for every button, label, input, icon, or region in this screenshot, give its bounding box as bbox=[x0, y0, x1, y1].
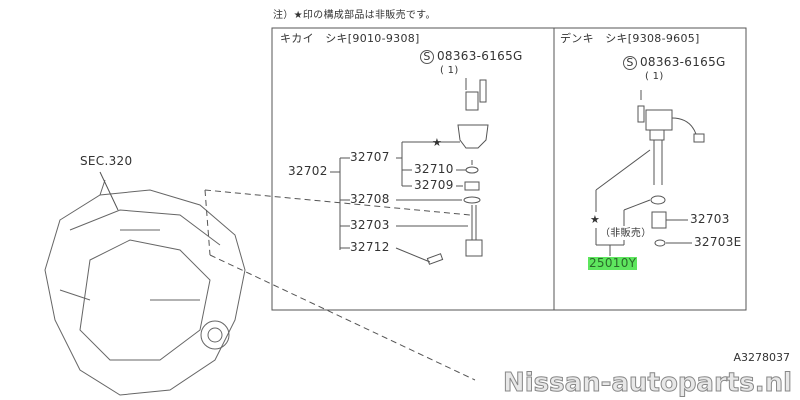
s-mark-icon: S bbox=[420, 50, 434, 64]
part-number-32703E[interactable]: 32703E bbox=[694, 235, 742, 249]
part-number-32703-right[interactable]: 32703 bbox=[690, 212, 730, 226]
part-number-32707[interactable]: 32707 bbox=[350, 150, 390, 164]
not-for-sale-label: （非販売） bbox=[600, 228, 652, 239]
s-mark-icon: S bbox=[623, 56, 637, 70]
bolt-part bbox=[479, 79, 487, 103]
transmission-illustration bbox=[44, 179, 246, 396]
right-box-frame bbox=[553, 27, 747, 311]
part-number-32703[interactable]: 32703 bbox=[350, 218, 390, 232]
star-icon: ★ bbox=[432, 136, 443, 149]
part-number-32708[interactable]: 32708 bbox=[350, 192, 390, 206]
star-icon: ★ bbox=[590, 213, 601, 226]
right-bolt-quantity: ( 1) bbox=[645, 71, 664, 82]
part-number-32712[interactable]: 32712 bbox=[350, 240, 390, 254]
right-bolt-part-number[interactable]: 08363-6165G bbox=[640, 55, 726, 69]
part-number-32702[interactable]: 32702 bbox=[288, 164, 328, 178]
left-box-title: キカイ シキ[9010-9308] bbox=[280, 32, 420, 45]
part-number-25010Y-highlighted[interactable]: 25010Y bbox=[588, 256, 638, 270]
right-box-title: デンキ シキ[9308-9605] bbox=[560, 32, 700, 45]
gear-part bbox=[465, 91, 479, 111]
left-bolt-quantity: ( 1) bbox=[440, 65, 459, 76]
projection-lines bbox=[204, 189, 476, 381]
sensor-housing-part bbox=[457, 124, 489, 149]
part-number-32710[interactable]: 32710 bbox=[414, 162, 454, 176]
part-number-32709[interactable]: 32709 bbox=[414, 178, 454, 192]
section-reference-link[interactable]: SEC.320 bbox=[80, 154, 133, 168]
gear-32703 bbox=[651, 211, 667, 229]
not-for-sale-note: 注）★印の構成部品は非販売です。 bbox=[273, 10, 436, 21]
watermark: Nissan-autoparts.nl bbox=[503, 368, 793, 399]
left-bolt-part-number[interactable]: 08363-6165G bbox=[437, 49, 523, 63]
diagram-code: A3278037 bbox=[733, 351, 790, 364]
